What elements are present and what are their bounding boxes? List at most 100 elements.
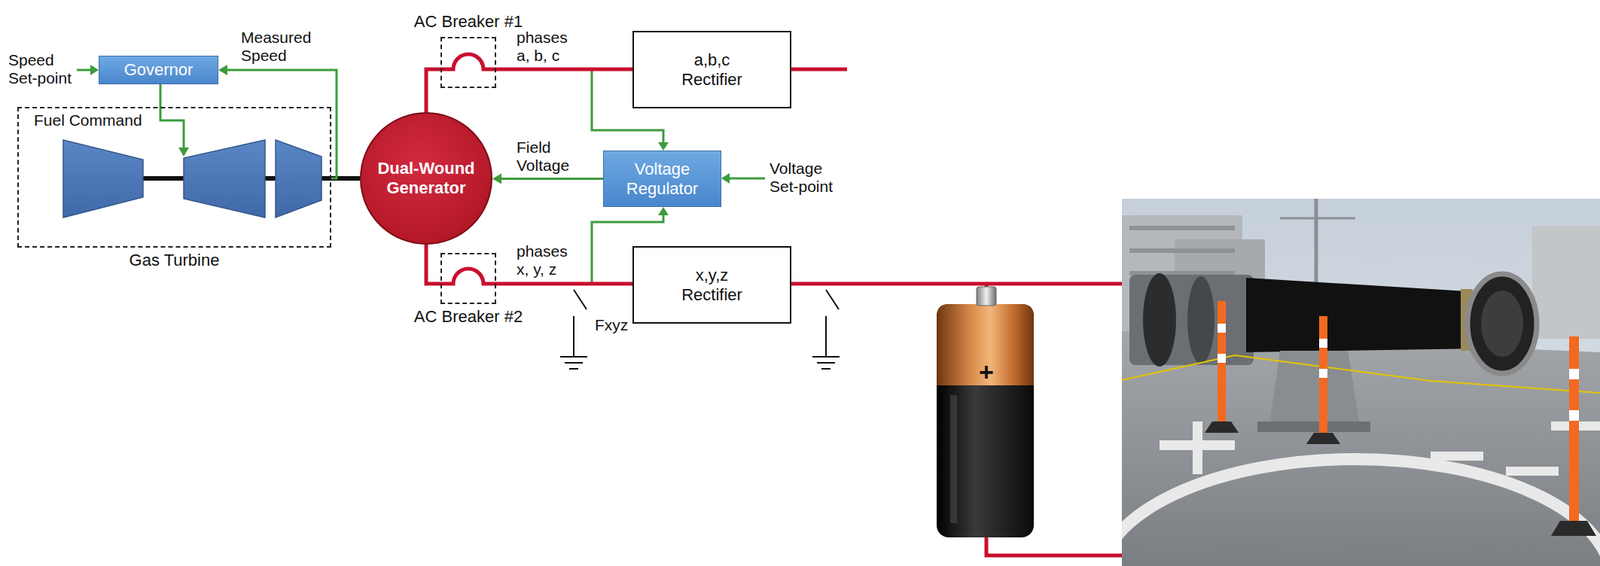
deck: [1121, 331, 1600, 566]
connector-line: [426, 244, 441, 284]
compressor-stage: [63, 140, 144, 218]
building-detail: [1129, 248, 1235, 253]
deck-marking: [1430, 451, 1484, 461]
connector-line: [496, 282, 633, 287]
node-label: Dual-Wound Generator: [369, 158, 483, 199]
node-label: a,b,c Rectifier: [670, 50, 754, 90]
edge-label: Field Voltage: [516, 138, 586, 175]
signal-line: [76, 69, 92, 72]
connector-line: [496, 67, 633, 72]
safety-cone: [1319, 338, 1328, 348]
ground-symbol: [816, 362, 836, 364]
battery-terminal: [976, 286, 997, 306]
edge-label: phases a, b, c: [516, 28, 582, 65]
railgun-muzzle: [1481, 290, 1524, 357]
connector: [492, 173, 604, 185]
safety-cone: [1217, 353, 1226, 363]
turbine-stage: [183, 140, 266, 218]
connector-line: [160, 84, 184, 149]
breaker-symbol: [440, 54, 497, 70]
deck-marking: [1121, 459, 1600, 566]
building-detail: [1129, 225, 1235, 231]
arrowhead: [721, 173, 730, 184]
sky: [1121, 198, 1600, 566]
connector: [218, 64, 337, 179]
connector-line: [426, 69, 441, 113]
edge-label: phases x, y, z: [516, 242, 582, 279]
arrowhead: [218, 64, 228, 76]
safety-cone: [1551, 521, 1597, 537]
safety-cone: [1217, 301, 1226, 426]
safety-cone: [1306, 432, 1341, 445]
railgun-ring: [1187, 276, 1215, 364]
fault-switch: [825, 316, 827, 357]
arrowhead: [90, 64, 99, 76]
governor-box: Governor: [98, 55, 219, 85]
node-heading: Gas Turbine: [129, 250, 220, 271]
ground-symbol: [821, 368, 831, 370]
connector: [160, 84, 189, 157]
battery-highlight: [950, 395, 957, 524]
node-label: x,y,z Rectifier: [670, 265, 754, 305]
arrowhead: [658, 142, 669, 151]
building: [1532, 225, 1600, 339]
mast: [1280, 217, 1356, 220]
safety-cone: [1569, 336, 1579, 525]
dc-wire: [791, 67, 848, 72]
arrowhead: [658, 207, 669, 216]
breaker-box: AC Breaker #2: [440, 252, 497, 305]
regulator-box: Voltage Regulator: [603, 150, 722, 208]
safety-cone: [1204, 421, 1239, 433]
railgun-muzzle: [1467, 274, 1537, 374]
node-label: Voltage Regulator: [615, 159, 710, 199]
fault-switch: [825, 289, 839, 310]
breaker-box: AC Breaker #1: [440, 36, 497, 89]
generator-circle: Dual-Wound Generator: [359, 112, 493, 245]
edge-label: Measured Speed: [240, 28, 326, 65]
setpoint-label: Voltage Set-point: [769, 159, 842, 196]
ground-symbol: [812, 356, 840, 358]
rope: [1121, 355, 1600, 394]
ground-symbol: [564, 362, 583, 364]
deck-marking: [1505, 466, 1559, 476]
railgun-photo: [1121, 198, 1600, 566]
node-heading: AC Breaker #1: [414, 12, 523, 32]
polarity-mark: +: [971, 356, 1002, 388]
railgun-ring: [1142, 273, 1177, 367]
railgun-stand: [1257, 421, 1371, 433]
fault-switch: [573, 289, 587, 310]
node-label: Governor: [124, 60, 194, 80]
breaker-symbol: [440, 268, 497, 284]
connector-line: [500, 177, 604, 180]
connector-line: [226, 70, 337, 179]
arrowhead: [178, 147, 189, 157]
edge-label: Fuel Command: [33, 111, 162, 130]
ground-symbol: [569, 368, 579, 370]
deck-marking: [1192, 421, 1203, 475]
signal-line: [728, 177, 765, 180]
node-heading: AC Breaker #2: [414, 307, 523, 327]
setpoint-label: Speed Set-point: [8, 51, 81, 88]
dc-wire: [791, 282, 1122, 287]
connector: [426, 69, 441, 113]
dc-wire: [986, 536, 1122, 556]
connector: [426, 244, 441, 284]
fault-switch: [572, 316, 575, 357]
safety-cone: [1569, 368, 1579, 380]
fault-label: Fxyz: [594, 316, 628, 335]
battery-body: [936, 304, 1034, 538]
connector: [496, 69, 633, 71]
ground-symbol: [560, 356, 588, 358]
safety-cone: [1319, 368, 1328, 378]
safety-cone: [1569, 410, 1579, 421]
power-turbine-stage: [275, 140, 322, 218]
rectifier-box: x,y,z Rectifier: [632, 246, 792, 324]
safety-cone: [1217, 323, 1226, 333]
arrowhead: [492, 173, 502, 185]
rectifier-box: a,b,c Rectifier: [632, 30, 792, 109]
connector: [496, 283, 633, 285]
safety-cone: [1319, 316, 1328, 437]
